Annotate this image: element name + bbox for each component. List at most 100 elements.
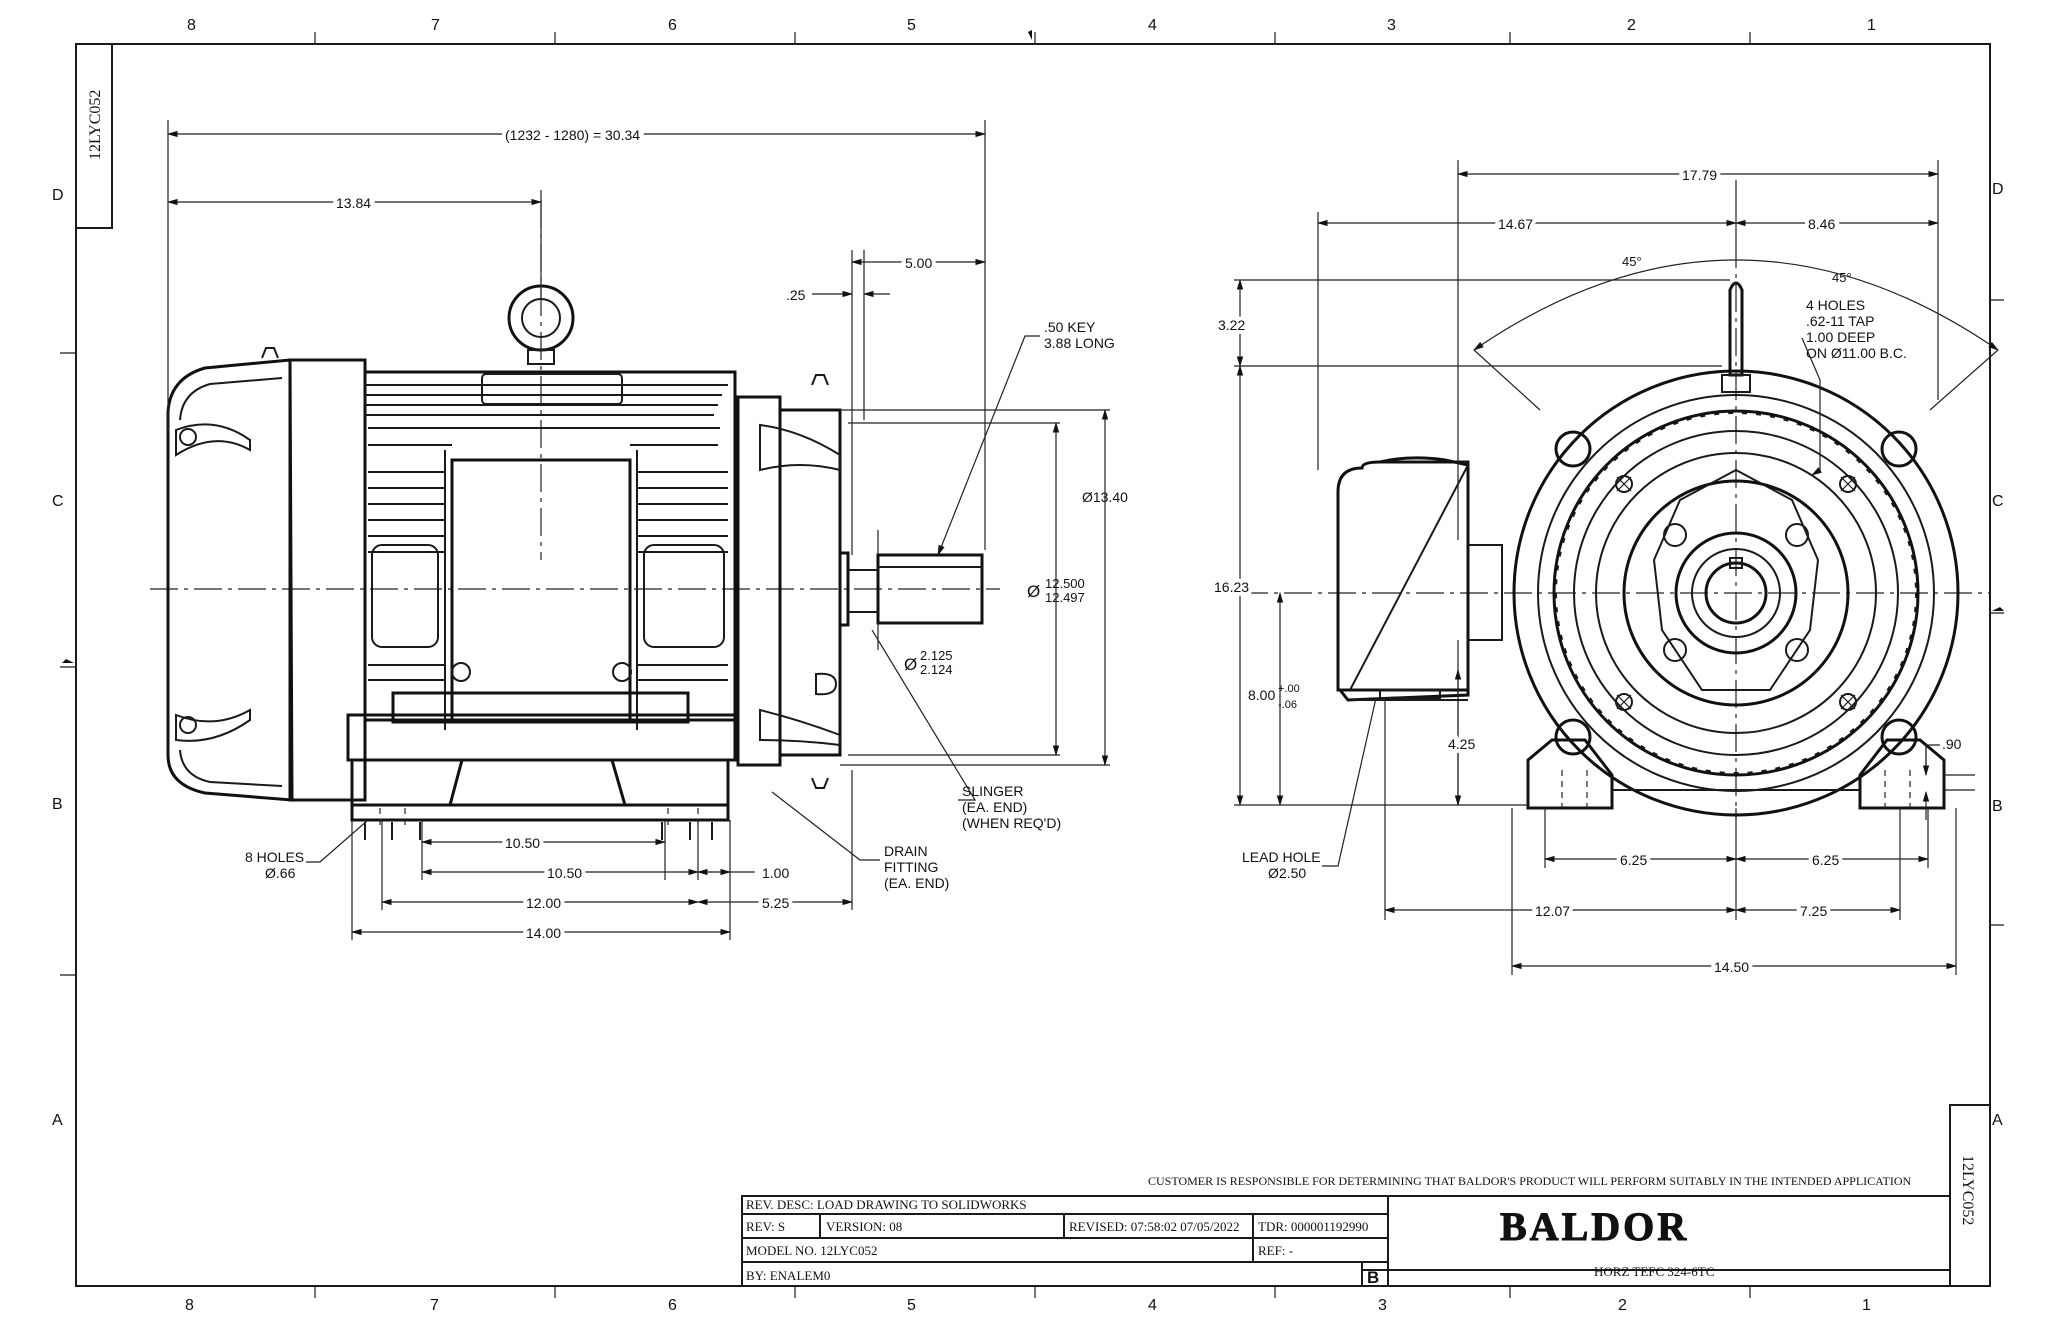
- dim-5-00: 5.00: [905, 255, 932, 271]
- tap-note-2: .62-11 TAP: [1806, 313, 1874, 329]
- holes-note-1: 8 HOLES: [245, 849, 304, 865]
- version: VERSION: 08: [826, 1219, 902, 1234]
- dia-symbol: Ø: [904, 655, 917, 674]
- dim-12-00: 12.00: [526, 895, 561, 911]
- tdr: TDR: 000001192990: [1258, 1219, 1368, 1234]
- tol-minus: -.06: [1278, 699, 1297, 711]
- dim-0-90: .90: [1942, 736, 1962, 752]
- zone-label: 3: [1378, 1297, 1387, 1314]
- dim-14-50: 14.50: [1714, 959, 1749, 975]
- dim-14-67: 14.67: [1498, 216, 1533, 232]
- dim-17-79: 17.79: [1682, 167, 1717, 183]
- rev: REV: S: [746, 1219, 785, 1234]
- svg-text:12LYC052: 12LYC052: [87, 90, 104, 160]
- dim-12-07: 12.07: [1535, 903, 1570, 919]
- angle-left: 45°: [1622, 254, 1642, 269]
- dim-4-25: 4.25: [1448, 736, 1475, 752]
- dim-6-25-b: 6.25: [1812, 852, 1839, 868]
- dim-10-50-a: 10.50: [505, 835, 540, 851]
- zone-label: 6: [668, 17, 677, 34]
- lead-note-1: LEAD HOLE: [1242, 849, 1321, 865]
- holes-note-2: Ø.66: [265, 865, 296, 881]
- zone-label: 4: [1148, 17, 1157, 34]
- row-label: C: [1992, 493, 2004, 510]
- drain-note-2: FITTING: [884, 859, 938, 875]
- zone-label: 4: [1148, 1297, 1157, 1314]
- end-view-dimensions: 17.79 14.67 8.46 45° 45° 4 HOLES .62-11 …: [1210, 160, 1975, 979]
- dim-7-25: 7.25: [1800, 903, 1827, 919]
- zone-label: 2: [1618, 1297, 1627, 1314]
- zone-label: 2: [1627, 17, 1636, 34]
- end-view: [1240, 240, 1999, 820]
- tap-note-4: ON Ø11.00 B.C.: [1806, 345, 1907, 361]
- key-note-2: 3.88 LONG: [1044, 335, 1115, 351]
- dim-5-25: 5.25: [762, 895, 789, 911]
- baldor-logo: BALDOR: [1500, 1204, 1689, 1249]
- side-view: [150, 200, 1000, 840]
- dim-13-84: 13.84: [336, 195, 371, 211]
- shaft-upper: 2.125: [920, 648, 953, 663]
- dia-symbol: Ø: [1027, 582, 1040, 601]
- svg-text:12LYC052: 12LYC052: [1959, 1155, 1976, 1225]
- dim-0-25: .25: [786, 287, 806, 303]
- drawing-id-tab-left: 12LYC052: [75, 43, 113, 229]
- disclaimer-text: CUSTOMER IS RESPONSIBLE FOR DETERMINING …: [1148, 1174, 1912, 1188]
- key-note-1: .50 KEY: [1044, 319, 1096, 335]
- dim-14-00: 14.00: [526, 925, 561, 941]
- drawn-by: BY: ENALEM0: [746, 1268, 830, 1283]
- pilot-upper: 12.500: [1045, 576, 1085, 591]
- dim-overall-length: (1232 - 1280) = 30.34: [505, 127, 640, 143]
- row-label: B: [52, 796, 63, 813]
- row-label: B: [1992, 798, 2003, 815]
- dim-10-50-b: 10.50: [547, 865, 582, 881]
- dim-8-00: 8.00: [1248, 687, 1275, 703]
- zone-label: 1: [1867, 17, 1876, 34]
- row-label: C: [52, 493, 64, 510]
- row-label: A: [52, 1112, 63, 1129]
- model-number: MODEL NO. 12LYC052: [746, 1243, 877, 1258]
- tol-plus: +.00: [1278, 683, 1300, 695]
- drain-note-3: (EA. END): [884, 875, 949, 891]
- dim-16-23: 16.23: [1214, 579, 1249, 595]
- tap-note-3: 1.00 DEEP: [1806, 329, 1875, 345]
- dim-3-22: 3.22: [1218, 317, 1245, 333]
- row-label: D: [1992, 181, 2004, 198]
- zone-label: 3: [1387, 17, 1396, 34]
- slinger-note-3: (WHEN REQ'D): [962, 815, 1061, 831]
- title-block: CUSTOMER IS RESPONSIBLE FOR DETERMINING …: [741, 1174, 1951, 1287]
- tap-note-1: 4 HOLES: [1806, 297, 1865, 313]
- zone-label: 6: [668, 1297, 677, 1314]
- sheet-border: [60, 30, 2004, 1298]
- zone-label: 8: [185, 1297, 194, 1314]
- drain-note-1: DRAIN: [884, 843, 928, 859]
- revised: REVISED: 07:58:02 07/05/2022: [1069, 1219, 1239, 1234]
- row-label: D: [52, 187, 64, 204]
- rev-desc: REV. DESC: LOAD DRAWING TO SOLIDWORKS: [746, 1197, 1027, 1212]
- row-labels: D C B A D C B A: [52, 181, 2004, 1129]
- dim-8-46: 8.46: [1808, 216, 1835, 232]
- zone-label: 7: [430, 1297, 439, 1314]
- zone-labels-bottom: 8 7 6 5 4 3 2 1: [185, 1297, 1871, 1314]
- zone-label: 1: [1862, 1297, 1871, 1314]
- lead-note-2: Ø2.50: [1268, 865, 1306, 881]
- sheet-size: B: [1367, 1268, 1379, 1287]
- zone-label: 5: [907, 1297, 916, 1314]
- zone-labels-top: 8 7 6 5 4 3 2 1: [187, 17, 1876, 34]
- drawing-id-tab-right: 12LYC052: [1949, 1104, 1991, 1287]
- row-label: A: [1992, 1112, 2003, 1129]
- zone-label: 8: [187, 17, 196, 34]
- pilot-lower: 12.497: [1045, 590, 1085, 605]
- dia-13-40: Ø13.40: [1082, 489, 1128, 505]
- drawing-description: HORZ TEFC 324-6TC: [1594, 1264, 1714, 1279]
- slinger-note-1: SLINGER: [962, 783, 1023, 799]
- side-view-dimensions: (1232 - 1280) = 30.34 13.84 5.00 .25 .50…: [166, 120, 1128, 945]
- dim-1-00: 1.00: [762, 865, 789, 881]
- zone-label: 5: [907, 17, 916, 34]
- shaft-lower: 2.124: [920, 662, 953, 677]
- ref: REF: -: [1258, 1243, 1293, 1258]
- angle-right: 45°: [1832, 270, 1852, 285]
- slinger-note-2: (EA. END): [962, 799, 1027, 815]
- dim-6-25-a: 6.25: [1620, 852, 1647, 868]
- zone-label: 7: [431, 17, 440, 34]
